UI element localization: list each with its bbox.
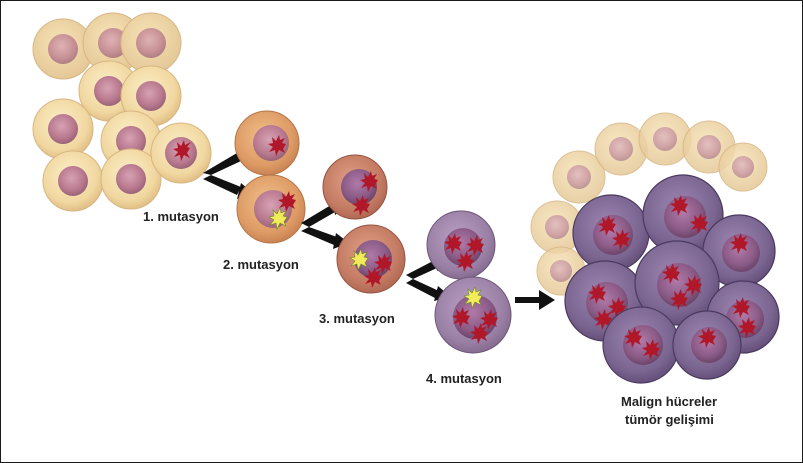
background-cell [719,143,767,191]
malignant-cell [603,307,679,383]
mutation-3-label: 3. mutasyon [319,311,395,327]
background-cell [639,113,691,165]
result-label-line-1: Malign hücreler [621,393,717,411]
malignant-cell [573,195,649,271]
first-mutated-cell [151,123,211,183]
stage-1-cells [235,111,305,243]
background-cell [595,123,647,175]
progression-arrow-icon [515,290,555,310]
normal-cell [121,13,181,73]
mutation-1-label: 1. mutasyon [143,209,219,225]
mutation-2-label: 2. mutasyon [223,257,299,273]
normal-cell [43,151,103,211]
stage-3-cells [427,211,511,353]
mutated-cell [237,175,305,243]
malignant-tumor-cluster [531,113,779,383]
mutated-cell [427,211,495,279]
mutation-4-label: 4. mutasyon [426,371,502,387]
normal-cell-cluster [33,13,211,211]
normal-cell [33,99,93,159]
result-label-line-2: tümör gelişimi [625,411,714,429]
mutated-cell [435,277,511,353]
mutated-cell [323,155,387,219]
stage-2-cells [323,155,405,293]
mutated-cell [337,225,405,293]
mutated-cell [235,111,299,175]
malignant-cell [673,311,741,379]
